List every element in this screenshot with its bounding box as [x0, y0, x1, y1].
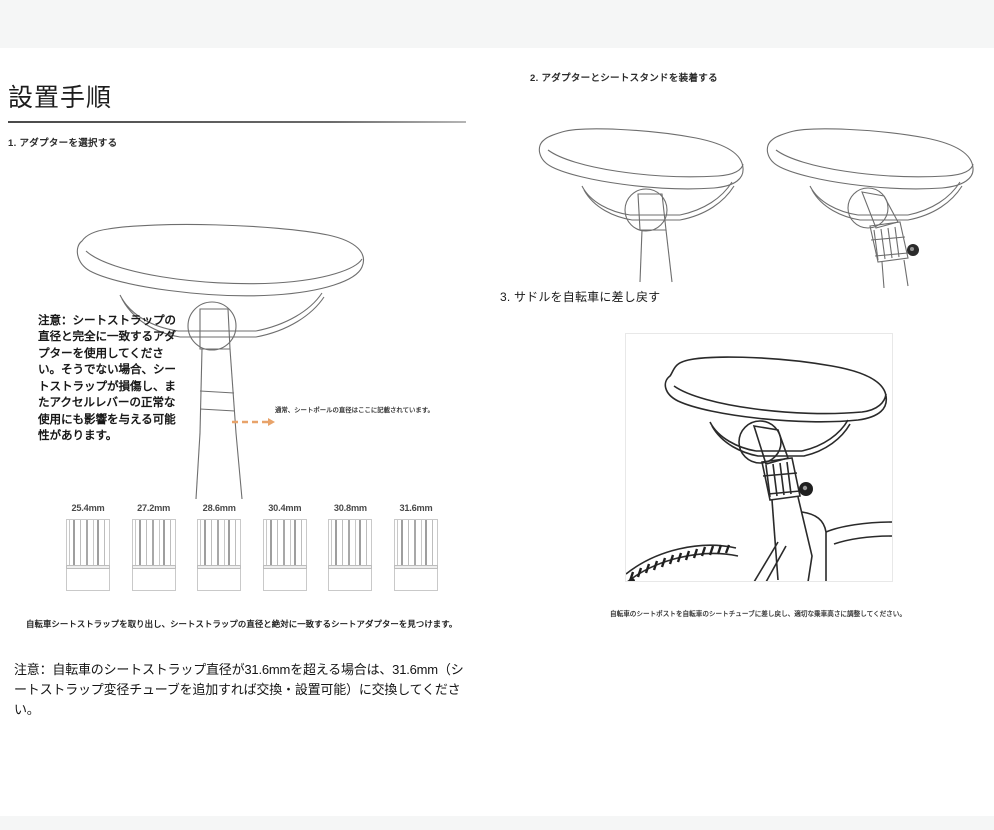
adapter-base	[262, 569, 307, 591]
adapter-size-list: 25.4mm 27.2mm 28.6mm	[62, 503, 442, 608]
adapter-lip	[393, 565, 438, 569]
page-title: 設置手順	[8, 84, 113, 112]
left-column: 設置手順 1. アダプターを選択する	[0, 48, 500, 816]
adapter-size-label: 30.4mm	[268, 503, 302, 513]
adapter-lip	[131, 565, 176, 569]
adapter-base	[66, 569, 110, 591]
figure-saddle-with-adapter	[758, 110, 983, 290]
adapter-lip	[66, 565, 110, 569]
note-text: 注意：シートストラップの直径と完全に一致するアダプターを使用してください。そうで…	[38, 314, 176, 443]
adapter-illustration	[197, 519, 242, 591]
adapter-illustration	[131, 519, 176, 591]
figure-bike-assembled	[625, 333, 893, 582]
adapter-size-label: 30.8mm	[333, 503, 367, 513]
adapter-item: 27.2mm	[128, 503, 180, 608]
adapter-size-label: 31.6mm	[399, 503, 433, 513]
adapter-illustration	[262, 519, 307, 591]
callout-text: 通常、シートポールの直径はここに記載されています。	[275, 407, 434, 414]
figure-saddle-seatpost	[60, 203, 390, 513]
left-caption: 自転車シートストラップを取り出し、シートストラップの直径と絶対に一致するシートア…	[26, 619, 458, 629]
adapter-base	[131, 569, 176, 591]
adapter-lip	[197, 565, 242, 569]
adapter-tube	[131, 519, 176, 565]
adapter-item: 25.4mm	[62, 503, 114, 608]
document-sheet: 設置手順 1. アダプターを選択する	[0, 48, 994, 816]
adapter-tube	[328, 519, 373, 565]
adapter-size-label: 28.6mm	[202, 503, 236, 513]
adapter-lip	[262, 565, 307, 569]
adapter-base	[328, 569, 373, 591]
adapter-tube	[66, 519, 110, 565]
figure-saddle-plain	[530, 110, 745, 285]
callout-arrow-icon	[232, 417, 275, 426]
adapter-item: 28.6mm	[193, 503, 245, 608]
adapter-illustration	[66, 519, 110, 591]
adapter-item: 31.6mm	[390, 503, 442, 608]
step-2-label: 2. アダプターとシートスタンドを装着する	[530, 73, 718, 84]
title-divider	[8, 121, 466, 123]
adapter-tube	[197, 519, 242, 565]
adapter-tube	[393, 519, 438, 565]
adapter-lip	[328, 565, 373, 569]
adapter-base	[393, 569, 438, 591]
adapter-size-label: 27.2mm	[137, 503, 171, 513]
adapter-illustration	[328, 519, 373, 591]
adapter-size-label: 25.4mm	[71, 503, 105, 513]
adapter-illustration	[393, 519, 438, 591]
adapter-base	[197, 569, 242, 591]
step-3-label: 3. サドルを自転車に差し戻す	[500, 290, 661, 304]
left-warning-text: 注意：自転車のシートストラップ直径が31.6mmを超える場合は、31.6mm（シ…	[14, 662, 464, 718]
adapter-item: 30.4mm	[259, 503, 311, 608]
right-caption: 自転車のシートポストを自転車のシートチューブに差し戻し、適切な乗車高さに調整して…	[610, 611, 906, 618]
adapter-item: 30.8mm	[324, 503, 376, 608]
adapter-tube	[262, 519, 307, 565]
right-column: 2. アダプターとシートスタンドを装着する	[500, 48, 994, 816]
step-1-label: 1. アダプターを選択する	[8, 138, 118, 149]
